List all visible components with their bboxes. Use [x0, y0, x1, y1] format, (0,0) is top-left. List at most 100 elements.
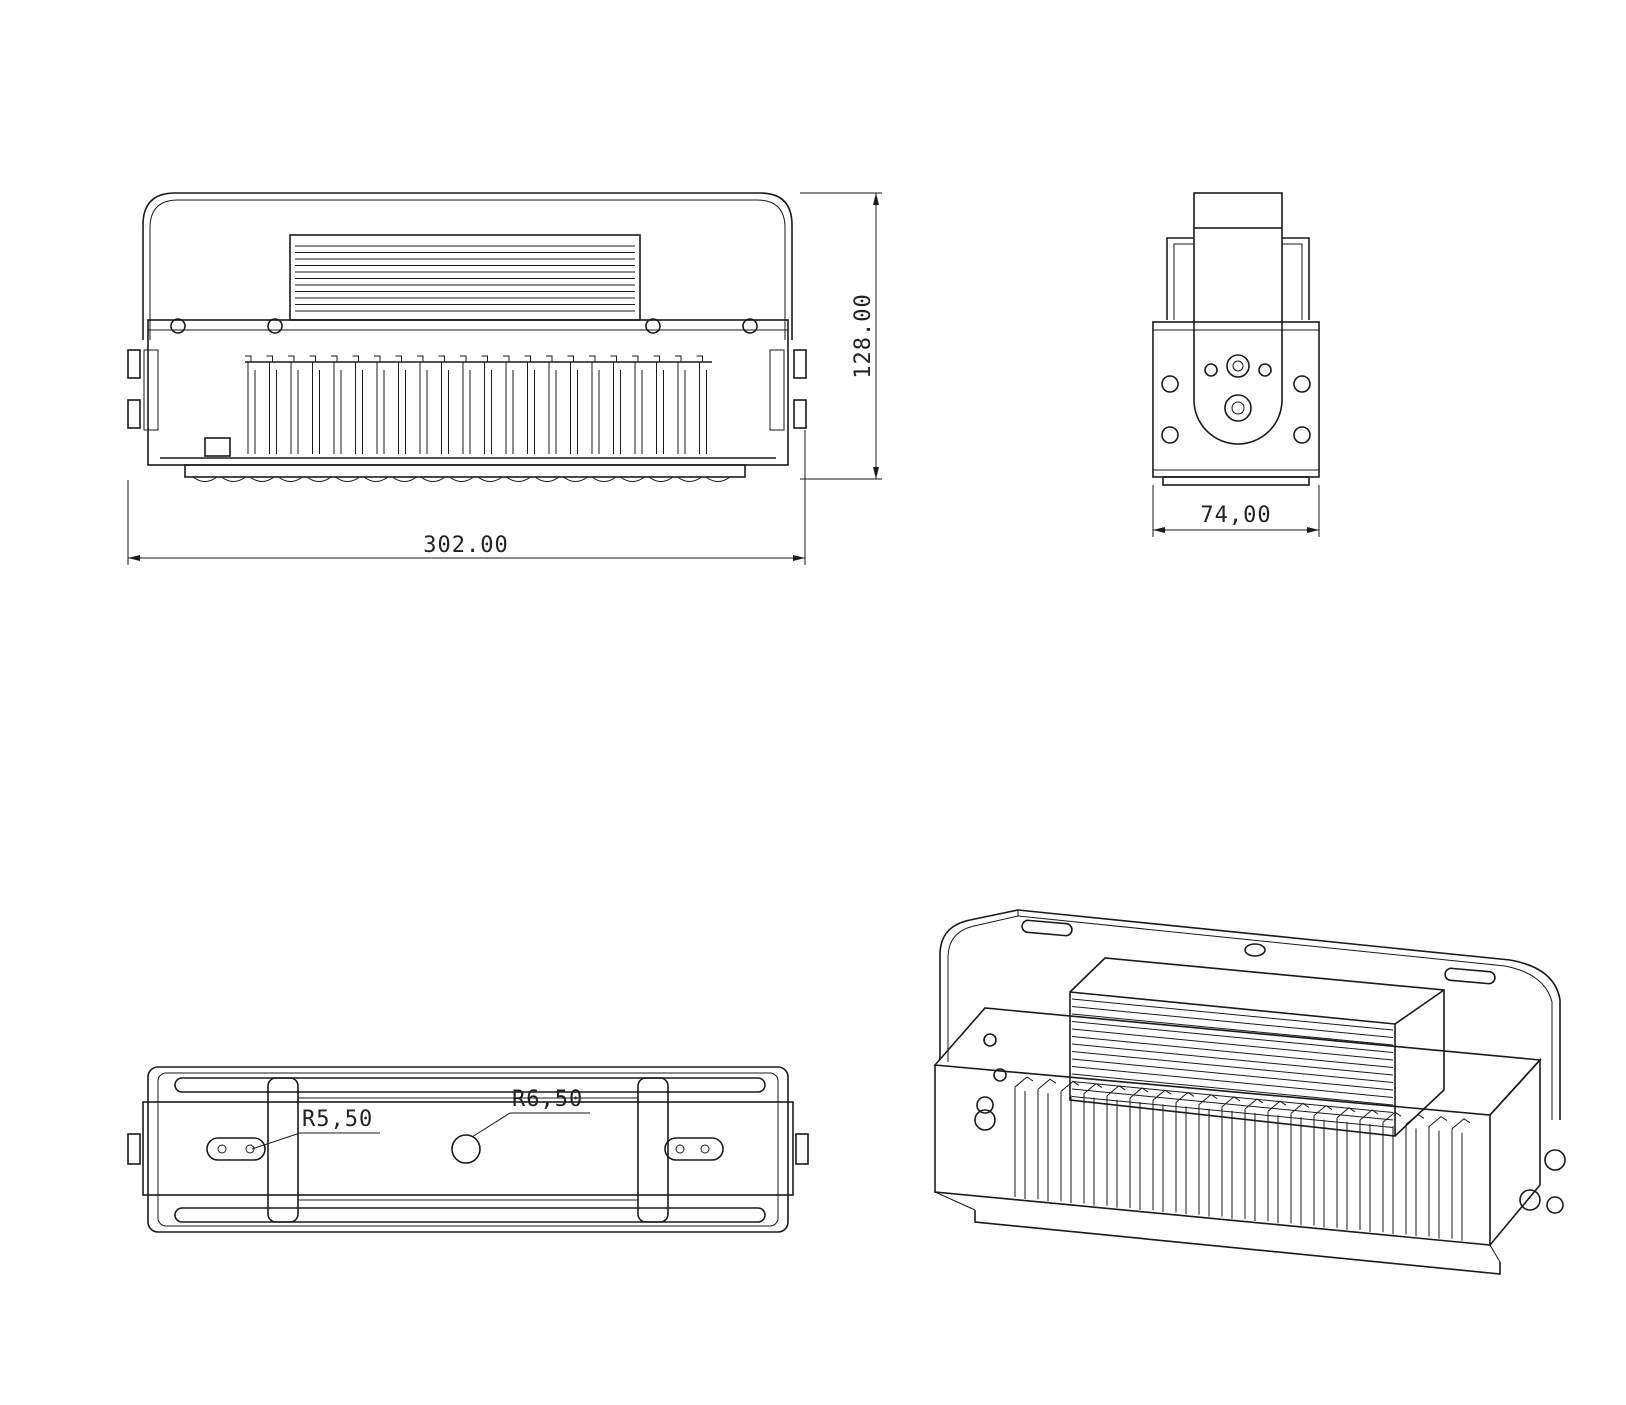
- side-driver-top: [1193, 192, 1283, 229]
- lens-bump: [677, 476, 702, 482]
- side-mount-hole: [1161, 426, 1179, 444]
- iso-heatsink-fin: [1451, 1118, 1471, 1241]
- side-bracket-arm: [1193, 228, 1283, 445]
- side-mount-hole: [1293, 426, 1311, 444]
- iso-heatsink-fin: [1014, 1076, 1034, 1199]
- side-mount-hole: [1161, 375, 1179, 393]
- heatsink-fin: [675, 355, 686, 454]
- iso-driver-fin: [1071, 1073, 1394, 1106]
- iso-driver-fin: [1071, 1058, 1394, 1091]
- iso-housing-front: [934, 1065, 1491, 1246]
- iso-center-hole: [1244, 943, 1266, 957]
- bottom-slot-right: [664, 1137, 724, 1161]
- iso-heatsink-fin: [1198, 1093, 1218, 1217]
- heatsink-fin: [546, 355, 557, 454]
- lens-bump: [534, 476, 560, 482]
- heatsink-fin: [632, 355, 643, 454]
- iso-knob: [1544, 1149, 1566, 1171]
- iso-driver-fin: [1071, 1036, 1394, 1068]
- iso-driver-box: [1069, 957, 1445, 1137]
- iso-heatsink-fin: [1267, 1100, 1287, 1224]
- iso-heatsink-fin: [1106, 1085, 1126, 1208]
- iso-driver-fin: [1071, 1051, 1394, 1083]
- lens-bump: [278, 476, 303, 482]
- iso-driver-fin: [1071, 1013, 1394, 1046]
- heatsink-fin: [567, 355, 578, 454]
- iso-heatsink-fin: [1083, 1082, 1103, 1206]
- depth-dimension-label: 74,00: [1200, 503, 1271, 528]
- front-driver-box: [289, 234, 641, 321]
- bottom-housing: [147, 1066, 789, 1233]
- iso-driver-fin: [1071, 1006, 1394, 1038]
- front-knob-left-bottom: [127, 399, 141, 429]
- heatsink-fin: [352, 355, 363, 454]
- heatsink-fin: [460, 355, 471, 454]
- side-view: 74,00: [1152, 192, 1320, 537]
- heatsink-fin: [266, 355, 277, 454]
- iso-heatsink-fin: [1313, 1104, 1333, 1228]
- lens-bump: [420, 476, 446, 482]
- width-dimension-label: 302.00: [423, 533, 508, 558]
- iso-heatsink-fin: [1359, 1109, 1379, 1232]
- iso-driver-fin: [1071, 998, 1394, 1031]
- heatsink-fin: [374, 355, 385, 454]
- iso-heatsink-fin: [1336, 1107, 1356, 1230]
- lens-bump: [449, 476, 474, 482]
- side-mount-hole: [1293, 375, 1311, 393]
- iso-driver-fin: [1071, 1028, 1394, 1061]
- side-housing: [1152, 321, 1320, 478]
- lens-bump: [221, 476, 246, 482]
- lens-bump: [591, 476, 617, 482]
- side-lens: [1162, 476, 1310, 486]
- heatsink-fin: [395, 355, 406, 454]
- front-screw: [170, 318, 186, 334]
- bottom-bracket-plate: [142, 1101, 794, 1196]
- iso-heatsink-fin: [1405, 1113, 1425, 1237]
- heatsink-fin: [610, 355, 621, 454]
- heatsink-fin: [288, 355, 299, 454]
- front-knob-right-bottom: [793, 399, 807, 429]
- heatsink-fin: [653, 355, 664, 454]
- iso-heatsink-fin: [1152, 1089, 1172, 1213]
- front-housing: [147, 319, 789, 466]
- side-lock-bolt: [1224, 394, 1252, 422]
- slot-radius-label: R5,50: [302, 1107, 373, 1132]
- front-knob-right-top: [793, 349, 807, 379]
- iso-heatsink-fin: [1221, 1096, 1241, 1219]
- isometric-view: [933, 909, 1566, 1275]
- lens-bump: [506, 476, 531, 482]
- iso-heatsink-fin: [1428, 1115, 1448, 1239]
- lens-bump: [306, 476, 332, 482]
- lens-bump: [335, 476, 360, 482]
- iso-nut: [974, 1109, 996, 1131]
- iso-heatsink-fins: [1014, 1076, 1471, 1241]
- iso-driver-fin: [1071, 1088, 1394, 1121]
- hole-leader: [471, 1112, 511, 1138]
- lens-bump: [477, 476, 503, 482]
- heatsink-fin: [481, 355, 492, 454]
- hole-radius-label: R6,50: [512, 1087, 583, 1112]
- front-connector: [204, 437, 231, 457]
- front-screw: [742, 318, 758, 334]
- lens-bump: [363, 476, 389, 482]
- bottom-center-hole: [451, 1134, 481, 1164]
- heatsink-fin: [438, 355, 449, 454]
- iso-heatsink-fin: [1382, 1111, 1402, 1235]
- lens-bump: [249, 476, 275, 482]
- lens-bump: [392, 476, 417, 482]
- heatsink-fin: [524, 355, 535, 454]
- heatsink-fin: [589, 355, 600, 454]
- heatsink-fin: [245, 355, 256, 454]
- heatsink-fin: [331, 355, 342, 454]
- heatsink-fin: [309, 355, 320, 454]
- lens-bump: [705, 476, 731, 482]
- slot-leader: [251, 1132, 301, 1150]
- iso-heatsink-fin: [1290, 1102, 1310, 1226]
- heatsink-fin: [417, 355, 428, 454]
- heatsink-fin: [503, 355, 514, 454]
- iso-heatsink-fin: [1037, 1078, 1057, 1202]
- front-driver-fins: [295, 245, 635, 312]
- iso-slot: [1021, 919, 1073, 937]
- front-screw: [645, 318, 661, 334]
- iso-heatsink-fin: [1175, 1091, 1195, 1215]
